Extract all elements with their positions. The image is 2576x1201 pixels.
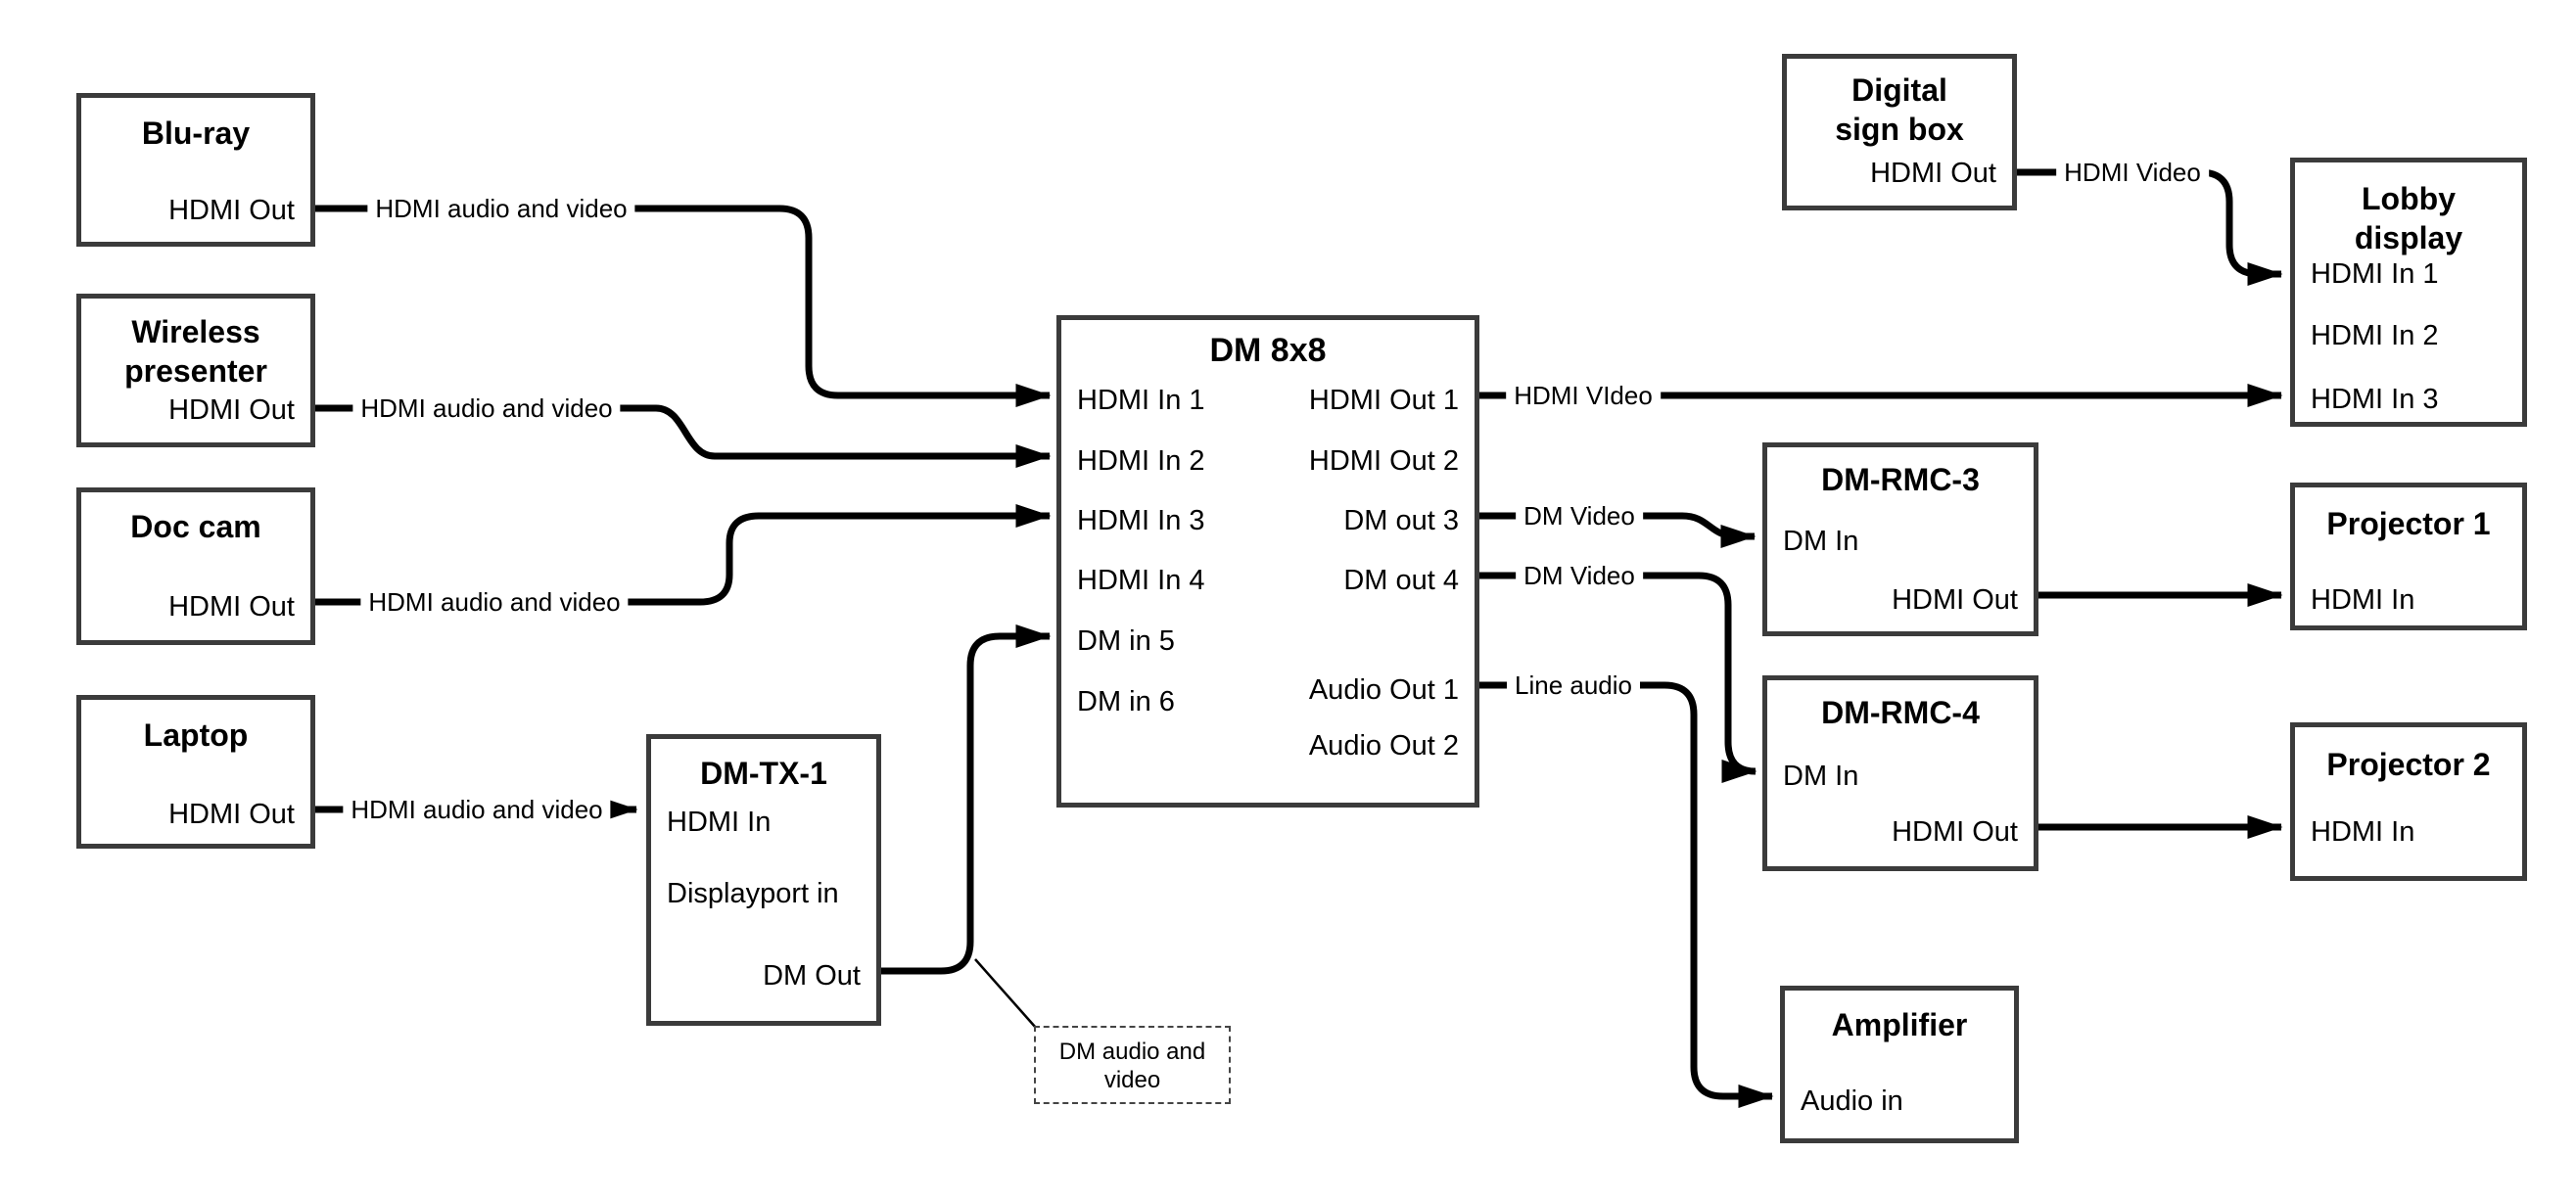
port-dmtx1-dm-out: DM Out — [763, 960, 861, 992]
port-lobby-hdmi-in-3: HDMI In 3 — [2311, 384, 2439, 415]
port-dm8x8-hdmi-in-4: HDMI In 4 — [1077, 565, 1205, 596]
port-lobby-hdmi-in-2: HDMI In 2 — [2311, 320, 2439, 351]
port-wireless-hdmi-out: HDMI Out — [168, 394, 295, 426]
edge-label-out4-dm-video: DM Video — [1516, 559, 1643, 592]
port-laptop-hdmi-out: HDMI Out — [168, 799, 295, 830]
port-sign-hdmi-out: HDMI Out — [1870, 158, 1996, 189]
edge-label-bluray-av: HDMI audio and video — [367, 192, 635, 225]
node-wireless-presenter[interactable]: Wireless presenter HDMI Out — [76, 294, 315, 447]
port-dm8x8-dm-in-6: DM in 6 — [1077, 686, 1175, 717]
connector-sign-to-lobby-in1[interactable] — [2017, 168, 2283, 286]
node-title: DM-RMC-4 — [1821, 695, 1980, 730]
port-proj2-hdmi-in: HDMI In — [2311, 816, 2415, 848]
node-title: DM-RMC-3 — [1821, 462, 1980, 497]
node-title: Lobby display — [2354, 181, 2463, 255]
node-title: Projector 1 — [2326, 506, 2491, 541]
port-dm8x8-dm-out-3: DM out 3 — [1343, 505, 1459, 536]
node-bluray[interactable]: Blu-ray HDMI Out — [76, 93, 315, 247]
port-dm8x8-audio-out-2: Audio Out 2 — [1308, 730, 1459, 762]
port-rmc4-dm-in: DM In — [1783, 761, 1859, 792]
node-dm-rmc-4[interactable]: DM-RMC-4 DM In HDMI Out — [1762, 675, 2038, 871]
edge-label-laptop-av: HDMI audio and video — [343, 793, 611, 826]
connector-dmtx1-to-dm8x8-in5[interactable] — [881, 624, 1052, 975]
node-dm-rmc-3[interactable]: DM-RMC-3 DM In HDMI Out — [1762, 442, 2038, 636]
note-leader-line — [974, 958, 1037, 1029]
node-title: Projector 2 — [2326, 747, 2491, 782]
connector-bluray-to-dm8x8-in1[interactable] — [315, 205, 1052, 407]
edge-label-line-audio: Line audio — [1507, 669, 1640, 702]
node-title: DM-TX-1 — [700, 756, 827, 791]
node-title: Wireless presenter — [124, 314, 267, 389]
edge-label-doccam-av: HDMI audio and video — [360, 585, 629, 619]
port-dm8x8-dm-in-5: DM in 5 — [1077, 625, 1175, 657]
port-dm8x8-hdmi-in-1: HDMI In 1 — [1077, 385, 1205, 416]
node-title: Blu-ray — [141, 115, 251, 151]
port-lobby-hdmi-in-1: HDMI In 1 — [2311, 258, 2439, 290]
connector-dm8x8-out4-to-rmc4[interactable] — [1479, 572, 1757, 783]
node-laptop[interactable]: Laptop HDMI Out — [76, 695, 315, 849]
node-dm-tx-1[interactable]: DM-TX-1 HDMI In Displayport in DM Out — [646, 734, 881, 1026]
port-rmc4-hdmi-out: HDMI Out — [1892, 816, 2018, 848]
connector-dm8x8-aout1-to-amp[interactable] — [1479, 681, 1774, 1108]
port-dm8x8-hdmi-out-1: HDMI Out 1 — [1308, 385, 1459, 416]
node-title: Amplifier — [1831, 1007, 1968, 1042]
node-amplifier[interactable]: Amplifier Audio in — [1780, 986, 2019, 1143]
port-dm8x8-hdmi-in-2: HDMI In 2 — [1077, 445, 1205, 477]
node-projector-1[interactable]: Projector 1 HDMI In — [2290, 483, 2527, 630]
edge-label-wireless-av: HDMI audio and video — [352, 392, 621, 425]
port-rmc3-hdmi-out: HDMI Out — [1892, 584, 2018, 616]
edge-label-out1-hdmi-video: HDMI VIdeo — [1506, 379, 1661, 412]
node-title: Laptop — [143, 717, 249, 753]
node-dm-8x8[interactable]: DM 8x8 HDMI In 1 HDMI In 2 HDMI In 3 HDM… — [1056, 315, 1479, 808]
connector-dm8x8-out3-to-rmc3[interactable] — [1479, 512, 1756, 548]
node-title: Doc cam — [130, 509, 261, 544]
node-title: DM 8x8 — [1209, 332, 1327, 369]
port-dm8x8-audio-out-1: Audio Out 1 — [1308, 674, 1459, 706]
port-rmc3-dm-in: DM In — [1783, 526, 1859, 557]
note-dm-audio-and-video[interactable]: DM audio and video — [1034, 1026, 1231, 1104]
port-proj1-hdmi-in: HDMI In — [2311, 584, 2415, 616]
connector-wireless-to-dm8x8-in2[interactable] — [315, 404, 1052, 468]
port-dm8x8-dm-out-4: DM out 4 — [1343, 565, 1459, 596]
edge-label-out3-dm-video: DM Video — [1516, 499, 1643, 532]
node-lobby-display[interactable]: Lobby display HDMI In 1 HDMI In 2 HDMI I… — [2290, 158, 2527, 427]
port-doccam-hdmi-out: HDMI Out — [168, 591, 295, 623]
port-amp-audio-in: Audio in — [1801, 1086, 1903, 1117]
node-digital-sign-box[interactable]: Digital sign box HDMI Out — [1782, 54, 2017, 210]
edge-label-sign-hdmi-video: HDMI Video — [2056, 156, 2209, 189]
port-dm8x8-hdmi-in-3: HDMI In 3 — [1077, 505, 1205, 536]
port-dmtx1-displayport-in: Displayport in — [667, 878, 839, 909]
port-dm8x8-hdmi-out-2: HDMI Out 2 — [1308, 445, 1459, 477]
node-title: Digital sign box — [1835, 72, 1964, 147]
connector-doccam-to-dm8x8-in3[interactable] — [315, 504, 1052, 606]
note-text: DM audio and video — [1058, 1039, 1206, 1093]
port-bluray-hdmi-out: HDMI Out — [168, 195, 295, 226]
node-doc-cam[interactable]: Doc cam HDMI Out — [76, 487, 315, 645]
port-dmtx1-hdmi-in: HDMI In — [667, 807, 772, 838]
node-projector-2[interactable]: Projector 2 HDMI In — [2290, 722, 2527, 881]
